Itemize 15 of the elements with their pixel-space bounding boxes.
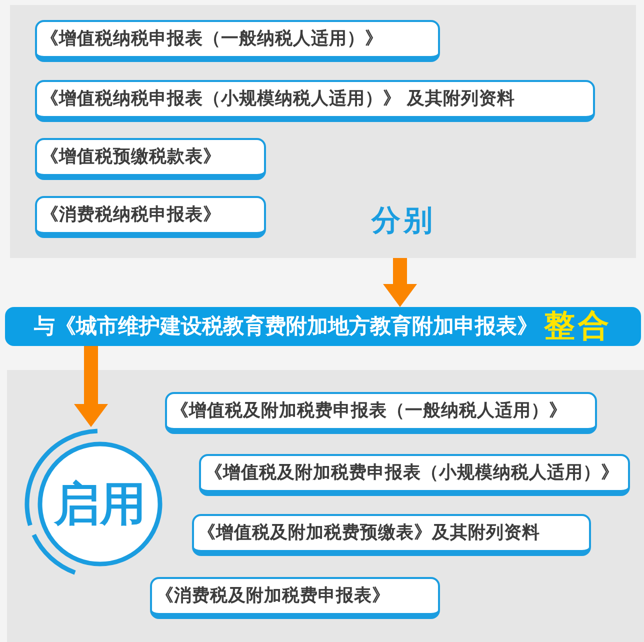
form-box: 《增值税纳税申报表（一般纳税人适用）》	[35, 20, 440, 62]
form-box: 《增值税及附加税费申报表（小规模纳税人适用）》	[199, 454, 630, 496]
highlight-text: 整合	[544, 308, 612, 344]
form-box: 《消费税纳税申报表》	[35, 196, 266, 238]
arrow	[383, 258, 417, 307]
panel	[10, 5, 636, 258]
banner-text: 与《城市维护建设税教育费附加地方教育附加申报表》	[34, 314, 538, 340]
arrow	[74, 346, 108, 427]
panel	[7, 370, 644, 642]
form-box: 《增值税及附加税费预缴表》及其附列资料	[192, 514, 591, 556]
banner	[5, 307, 641, 346]
form-box: 《增值税纳税申报表（小规模纳税人适用）》 及其附列资料	[35, 80, 595, 122]
form-box: 《增值税及附加税费申报表（一般纳税人适用）》	[165, 392, 597, 434]
form-box: 《增值税预缴税款表》	[35, 138, 266, 180]
form-box: 《消费税及附加税费申报表》	[150, 577, 440, 619]
